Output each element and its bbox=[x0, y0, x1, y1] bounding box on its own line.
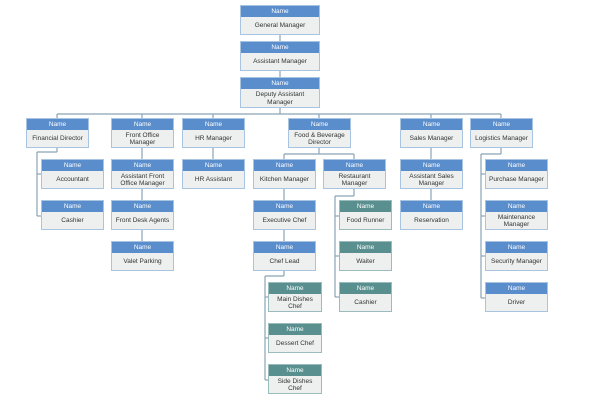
node-name-label: Name bbox=[486, 201, 547, 212]
node-name-label: Name bbox=[340, 201, 391, 212]
node-title: General Manager bbox=[254, 22, 306, 30]
node-title: Maintenance Manager bbox=[497, 213, 536, 229]
node-name-label: Name bbox=[241, 42, 319, 53]
node-title: Valet Parking bbox=[123, 258, 162, 266]
node-title: Assistant Manager bbox=[253, 58, 307, 66]
node-title: Sales Manager bbox=[409, 135, 454, 143]
node-name-label: Name bbox=[340, 242, 391, 253]
node-name-label: Name bbox=[27, 119, 88, 130]
org-node[interactable]: Name HR Assistant bbox=[182, 159, 245, 189]
node-name-label: Name bbox=[112, 119, 173, 130]
node-name-label: Name bbox=[269, 324, 321, 335]
node-title: Side Dishes Chef bbox=[277, 377, 313, 393]
node-title: Reservation bbox=[414, 217, 449, 225]
node-title: Front Office Manager bbox=[125, 131, 160, 147]
node-title: Waiter bbox=[356, 258, 375, 266]
node-name-label: Name bbox=[112, 160, 173, 171]
node-title: Assistant Sales Manager bbox=[409, 172, 454, 188]
node-title: Financial Director bbox=[32, 135, 83, 143]
node-title: Food Runner bbox=[346, 217, 385, 225]
node-name-label: Name bbox=[42, 160, 103, 171]
node-name-label: Name bbox=[289, 119, 350, 130]
node-name-label: Name bbox=[401, 119, 462, 130]
node-title: Front Desk Agents bbox=[115, 217, 170, 225]
node-name-label: Name bbox=[254, 242, 315, 253]
node-name-label: Name bbox=[112, 242, 173, 253]
node-name-label: Name bbox=[112, 201, 173, 212]
node-name-label: Name bbox=[269, 365, 321, 376]
node-name-label: Name bbox=[471, 119, 532, 130]
node-name-label: Name bbox=[241, 6, 319, 17]
node-title: Logistics Manager bbox=[475, 135, 528, 143]
org-node[interactable]: Name HR Manager bbox=[182, 118, 245, 148]
node-title: HR Assistant bbox=[194, 176, 233, 184]
node-title: Chef Lead bbox=[269, 258, 300, 266]
node-name-label: Name bbox=[401, 160, 462, 171]
node-title: Dessert Chef bbox=[276, 340, 314, 348]
node-title: Executive Chef bbox=[262, 217, 307, 225]
node-name-label: Name bbox=[42, 201, 103, 212]
node-name-label: Name bbox=[340, 283, 391, 294]
node-name-label: Name bbox=[324, 160, 385, 171]
node-title: Main Dishes Chef bbox=[277, 295, 313, 311]
node-name-label: Name bbox=[183, 119, 244, 130]
node-name-label: Name bbox=[254, 160, 315, 171]
node-title: HR Manager bbox=[195, 135, 232, 143]
node-name-label: Name bbox=[241, 78, 319, 89]
node-title: Restaurant Manager bbox=[338, 172, 371, 188]
node-title: Assistant Front Office Manager bbox=[120, 172, 165, 188]
node-title: Cashier bbox=[354, 299, 377, 307]
node-title: Deputy Assistant Manager bbox=[255, 91, 305, 106]
node-name-label: Name bbox=[401, 201, 462, 212]
node-name-label: Name bbox=[254, 201, 315, 212]
node-name-label: Name bbox=[183, 160, 244, 171]
node-title: Driver bbox=[507, 299, 526, 307]
node-title: Purchase Manager bbox=[489, 176, 544, 184]
node-name-label: Name bbox=[486, 160, 547, 171]
node-title: Accountant bbox=[56, 176, 89, 184]
node-title: Security Manager bbox=[491, 258, 542, 266]
node-name-label: Name bbox=[486, 283, 547, 294]
node-name-label: Name bbox=[269, 283, 321, 294]
node-title: Cashier bbox=[61, 217, 84, 225]
node-name-label: Name bbox=[486, 242, 547, 253]
node-title: Kitchen Manager bbox=[259, 176, 310, 184]
node-title: Food & Beverage Director bbox=[294, 131, 345, 147]
